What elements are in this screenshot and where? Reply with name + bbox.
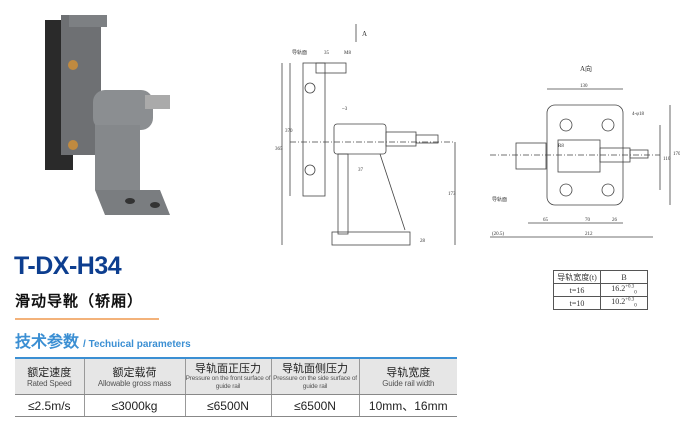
tolerance-lower: 0 xyxy=(634,303,637,309)
section-heading-cn: 技术参数 xyxy=(15,332,80,351)
b-value: 10.2+0.30 xyxy=(600,296,648,310)
header-en: Pressure on the side surface of guide ra… xyxy=(273,375,357,390)
dim-173: 173 xyxy=(448,192,456,197)
cell-front-pressure: ≤6500N xyxy=(185,394,272,417)
rail-table-header: B xyxy=(600,270,648,284)
section-heading-en: / Techuical parameters xyxy=(83,339,191,350)
header-en: Rated Speed xyxy=(26,378,72,388)
header-cn: 导轨面侧压力 xyxy=(282,362,348,375)
header-cn: 额定载荷 xyxy=(112,365,157,379)
view-arrow-label: A xyxy=(362,30,367,38)
model-title: T-DX-H34 xyxy=(14,252,122,280)
dim-170: 170 xyxy=(673,152,680,157)
dim-212: 212 xyxy=(585,232,593,237)
section-heading: 技术参数/ Techuical parameters xyxy=(15,328,191,352)
dim-130: 130 xyxy=(580,84,588,89)
side-view-drawing: A 导轨面 35 M8 365 370 ~3 37 173 28 xyxy=(275,24,456,246)
header-cn: 导轨面正压力 xyxy=(195,362,261,375)
rail-table-header: 导轨宽度(t) xyxy=(553,270,601,284)
rail-width: t=16 xyxy=(553,283,601,297)
dim-26: 26 xyxy=(612,218,618,223)
dim-holes: 4-φ18 xyxy=(632,112,645,117)
dim-37: 37 xyxy=(358,168,364,173)
dim-gap: ~3 xyxy=(342,107,348,112)
b-value: 16.2+0.30 xyxy=(600,283,648,297)
dim-110: 110 xyxy=(663,157,671,162)
dim-offset: (20.5) xyxy=(492,232,504,237)
dim-35: 35 xyxy=(324,51,330,56)
dim-370: 370 xyxy=(285,129,293,134)
tolerance-lower: 0 xyxy=(634,290,637,296)
spring-housing xyxy=(93,90,153,130)
dim-m8: M8 xyxy=(344,51,351,56)
rail-face-label: 导轨面 xyxy=(292,49,307,56)
product-subtitle: 滑动导靴（轿厢） xyxy=(15,292,144,310)
product-photo xyxy=(45,15,170,215)
view-title: A向 xyxy=(580,64,592,73)
bracket-stand xyxy=(95,125,140,190)
shoe-plate xyxy=(61,15,101,155)
rail-face-label: 导轨面 xyxy=(492,196,507,203)
table-row: ≤2.5m/s ≤3000kg ≤6500N ≤6500N 10mm、16mm xyxy=(15,394,457,417)
header-en: Guide rail width xyxy=(382,378,435,388)
dim-70: 70 xyxy=(585,218,591,223)
header-en: Pressure on the front surface of guide r… xyxy=(185,375,271,390)
dim-365: 365 xyxy=(275,147,283,152)
tolerance: +0.3 xyxy=(625,284,635,290)
rail-width: t=10 xyxy=(553,296,601,310)
tolerance: +0.3 xyxy=(625,297,635,303)
dim-r: R8 xyxy=(558,144,564,149)
front-view-drawing: A向 130 4-φ18 R8 110 170 导轨面 65 70 26 (20… xyxy=(490,64,680,238)
cell-rail-width: 10mm、16mm xyxy=(359,394,457,417)
dim-28: 28 xyxy=(420,239,426,244)
b-number: 10.2 xyxy=(611,297,626,307)
dim-65: 65 xyxy=(543,218,549,223)
cell-rated-speed: ≤2.5m/s xyxy=(15,394,85,417)
header-cn: 导轨宽度 xyxy=(386,365,431,379)
divider xyxy=(15,318,159,320)
cell-gross-mass: ≤3000kg xyxy=(84,394,186,417)
cell-side-pressure: ≤6500N xyxy=(271,394,360,417)
header-cn: 额定速度 xyxy=(27,365,72,379)
header-en: Allowable gross mass xyxy=(97,378,172,388)
b-number: 16.2 xyxy=(611,284,626,294)
